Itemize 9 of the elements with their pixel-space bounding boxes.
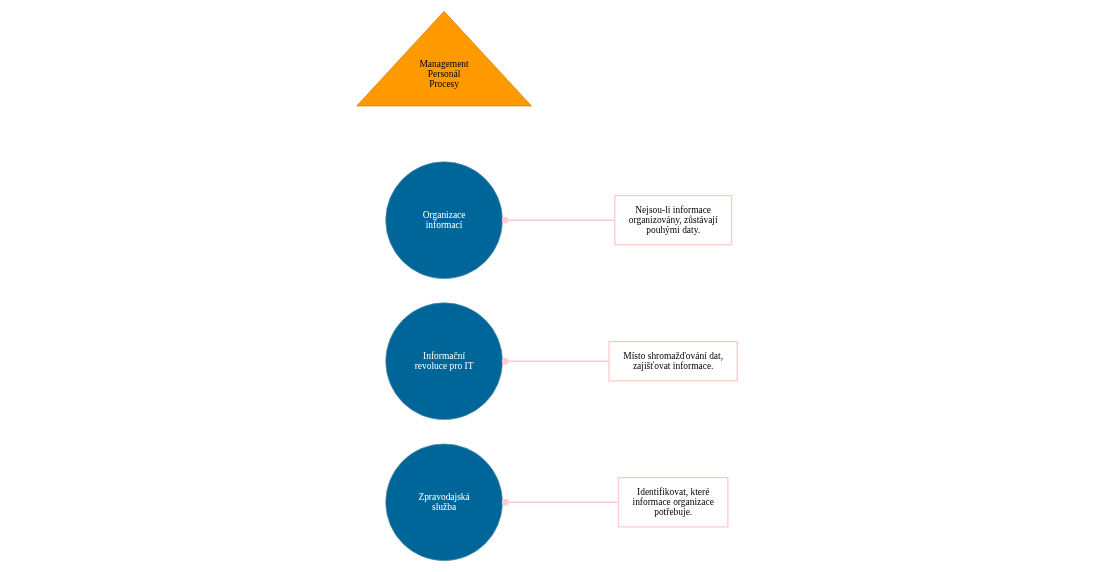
node-box: Místo shromažďování dat, zajišťovat informace. xyxy=(608,341,738,382)
connector xyxy=(501,216,616,224)
node-circle: Informační revoluce pro IT xyxy=(385,302,503,420)
node-circle: Zpravodajská služba xyxy=(385,443,503,561)
connector xyxy=(501,498,620,506)
node-circle: Organizace informací xyxy=(385,161,503,279)
node-box: Nejsou-li informace organizovány, zůstávají pouhými daty. xyxy=(614,194,733,246)
connector xyxy=(501,357,610,365)
node-box: Identifikovat, které informace organizace potřebuje. xyxy=(617,476,729,528)
